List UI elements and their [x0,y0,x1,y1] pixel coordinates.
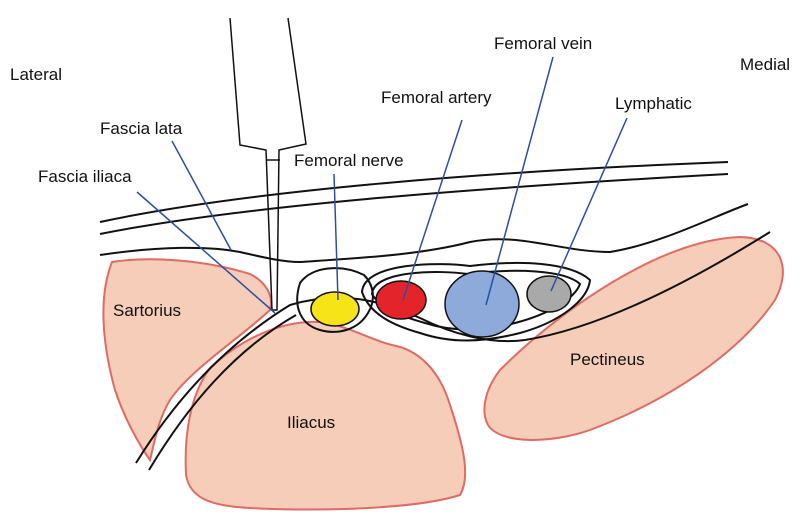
lymphatic-vessel [527,276,571,312]
femoral-artery [376,281,426,319]
label-pectineus: Pectineus [570,350,645,369]
label-femoral-nerve: Femoral nerve [294,151,404,170]
femoral-vein [445,271,519,337]
label-sartorius: Sartorius [113,301,181,320]
leader-femoral-vein [486,57,553,305]
label-femoral-vein: Femoral vein [494,34,592,53]
fascia-lata-top-line [100,162,728,222]
fascia-lata-lower-line [100,204,748,262]
label-fascia-iliaca: Fascia iliaca [38,167,132,186]
label-iliacus: Iliacus [287,413,335,432]
label-lymphatic: Lymphatic [615,94,692,113]
leader-lymphatic [551,118,627,291]
label-fascia-lata: Fascia lata [100,119,183,138]
leader-fascia-lata [172,141,231,250]
label-lateral: Lateral [10,65,62,84]
label-femoral-artery: Femoral artery [381,88,492,107]
femoral-nerve [311,292,359,326]
leader-femoral-nerve [334,174,338,300]
label-medial: Medial [740,55,790,74]
